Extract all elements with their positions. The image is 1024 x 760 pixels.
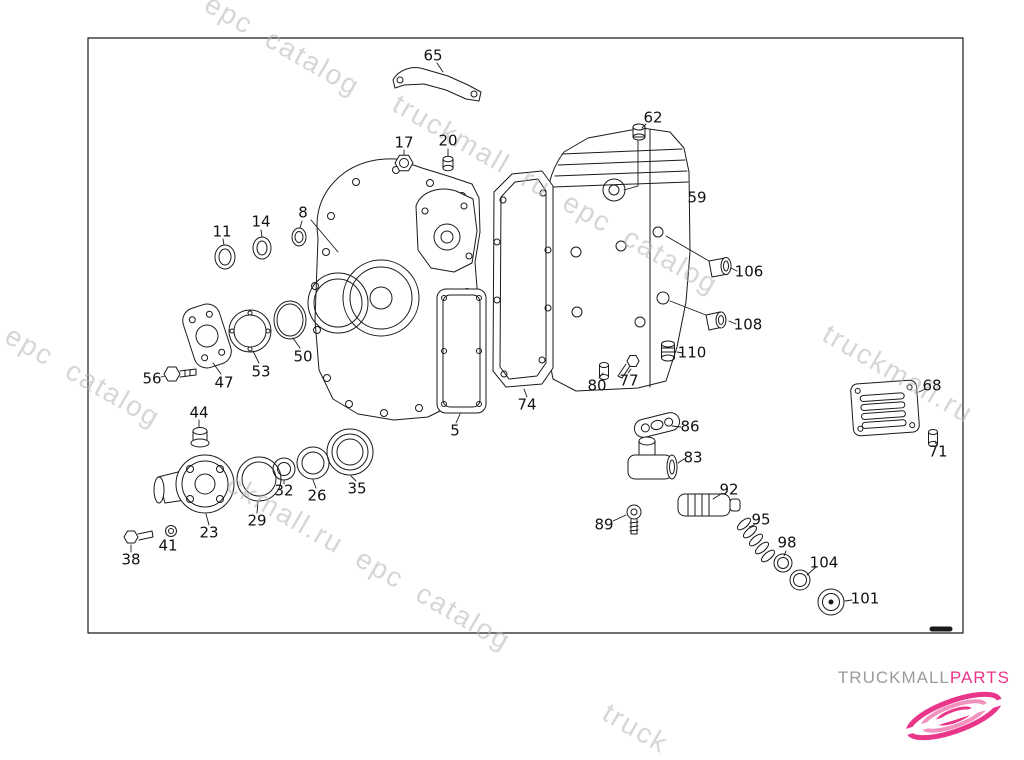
ring-98-drawing bbox=[773, 553, 793, 573]
part-label-47: 47 bbox=[214, 373, 234, 392]
part-label-17: 17 bbox=[394, 133, 414, 152]
part-label-50: 50 bbox=[293, 347, 313, 366]
cover-gasket-drawing bbox=[182, 303, 232, 369]
brand-truckmall: TRUCKMALL bbox=[837, 668, 950, 687]
part-label-92: 92 bbox=[719, 480, 739, 499]
part-label-89: 89 bbox=[594, 515, 614, 534]
bolt-56-drawing bbox=[163, 366, 197, 382]
part-label-56: 56 bbox=[142, 369, 162, 388]
adapter-plate-drawing bbox=[492, 170, 554, 388]
stay-bracket-drawing bbox=[392, 67, 482, 102]
part-label-71: 71 bbox=[928, 442, 948, 461]
plug-20-drawing bbox=[442, 155, 454, 172]
pump-housing-drawing bbox=[415, 188, 478, 273]
part-label-41: 41 bbox=[158, 536, 178, 555]
part-label-14: 14 bbox=[251, 212, 271, 231]
ring-gasket-53-drawing bbox=[228, 309, 272, 353]
diagram-frame bbox=[87, 37, 964, 634]
part-label-29: 29 bbox=[247, 511, 267, 530]
brand-parts: PARTS bbox=[949, 668, 1010, 687]
plug-62-drawing bbox=[632, 123, 646, 141]
part-label-83: 83 bbox=[683, 448, 703, 467]
part-label-32: 32 bbox=[274, 481, 294, 500]
part-label-80: 80 bbox=[587, 376, 607, 395]
brand-logo: TRUCKMALLPARTS bbox=[838, 662, 1018, 744]
washer-104-drawing bbox=[789, 569, 811, 591]
seal-rings-drawing bbox=[236, 428, 374, 502]
valve-92-drawing bbox=[677, 493, 741, 517]
part-label-110: 110 bbox=[677, 343, 707, 362]
plug-110-drawing bbox=[661, 340, 675, 362]
hex-nut-17-drawing bbox=[394, 154, 414, 172]
part-label-104: 104 bbox=[809, 553, 839, 572]
part-label-62: 62 bbox=[643, 108, 663, 127]
screw-89-drawing bbox=[626, 504, 642, 535]
part-label-20: 20 bbox=[438, 131, 458, 150]
part-label-44: 44 bbox=[189, 403, 209, 422]
gasket-86-drawing bbox=[633, 412, 681, 438]
fitting-83-drawing bbox=[627, 436, 678, 480]
part-label-5: 5 bbox=[450, 421, 460, 440]
part-label-59: 59 bbox=[687, 188, 707, 207]
brand-swoosh-icon bbox=[899, 691, 1009, 741]
bottom-cover-plate-drawing bbox=[436, 288, 487, 414]
part-label-38: 38 bbox=[121, 550, 141, 569]
part-label-74: 74 bbox=[517, 395, 537, 414]
bolt-77-drawing bbox=[617, 355, 640, 379]
part-label-86: 86 bbox=[680, 417, 700, 436]
output-flange-drawing bbox=[153, 454, 235, 514]
spring-95-drawing bbox=[736, 517, 776, 563]
breather-44-drawing bbox=[190, 427, 210, 448]
part-label-65: 65 bbox=[423, 46, 443, 65]
plug-106-drawing bbox=[708, 257, 732, 278]
brand-name: TRUCKMALLPARTS bbox=[838, 668, 1010, 688]
part-label-101: 101 bbox=[850, 589, 880, 608]
stud-80-drawing bbox=[599, 362, 609, 380]
part-label-53: 53 bbox=[251, 362, 271, 381]
clip-41-drawing bbox=[165, 525, 177, 537]
part-label-11: 11 bbox=[212, 222, 232, 241]
part-label-68: 68 bbox=[922, 376, 942, 395]
part-label-106: 106 bbox=[734, 262, 764, 281]
oring-50-drawing bbox=[273, 300, 307, 340]
part-label-95: 95 bbox=[751, 510, 771, 529]
pin-71-drawing bbox=[928, 429, 938, 447]
vent-grille-drawing bbox=[850, 379, 920, 437]
part-label-77: 77 bbox=[619, 371, 639, 390]
part-label-23: 23 bbox=[199, 523, 219, 542]
leader-lines bbox=[130, 62, 938, 602]
bushings-drawing bbox=[214, 227, 307, 270]
plug-108-drawing bbox=[705, 311, 727, 331]
part-label-98: 98 bbox=[777, 533, 797, 552]
bolt-38-drawing bbox=[123, 530, 154, 544]
part-label-8: 8 bbox=[298, 203, 308, 222]
part-label-26: 26 bbox=[307, 486, 327, 505]
part-label-35: 35 bbox=[347, 479, 367, 498]
cap-101-drawing bbox=[817, 588, 845, 616]
part-label-108: 108 bbox=[733, 315, 763, 334]
